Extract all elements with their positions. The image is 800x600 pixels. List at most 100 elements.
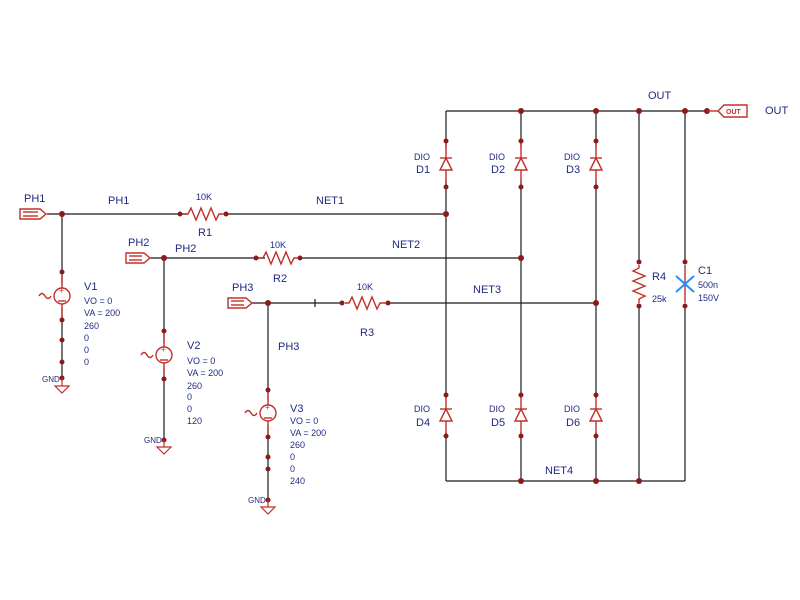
ground-label: GND	[248, 496, 266, 505]
source-param: 240	[290, 476, 305, 486]
source-param: VA = 200	[187, 368, 223, 378]
ground-symbol-v1[interactable]: GND	[42, 375, 71, 394]
net-label-ph1: PH1	[108, 195, 129, 207]
ground-label: GND	[144, 436, 162, 445]
port-out[interactable]: OUT OUT	[707, 104, 789, 118]
source-param: 0	[187, 404, 192, 414]
junction-dot	[518, 478, 524, 484]
port-ph2[interactable]: PH2	[125, 237, 152, 264]
resistor-ref-label: R1	[198, 227, 212, 239]
source-param: 0	[187, 392, 192, 402]
diode-ref-label: D6	[566, 417, 580, 429]
source-param: VA = 200	[84, 308, 120, 318]
source-ref-label: V3	[290, 403, 303, 415]
resistor-r2[interactable]: 10K R2	[253, 240, 303, 285]
capacitor-value-label: 500n	[698, 280, 718, 290]
diode-d6[interactable]: DIO D6	[564, 392, 604, 439]
ground-label: GND	[42, 375, 60, 384]
net-label-net2: NET2	[392, 239, 420, 251]
source-param: 0	[84, 357, 89, 367]
source-param: 0	[84, 345, 89, 355]
junction-dot	[518, 255, 524, 261]
source-param: VO = 0	[290, 416, 318, 426]
source-param: VO = 0	[84, 296, 112, 306]
sine-source-icon	[53, 287, 71, 305]
junctions	[59, 108, 710, 484]
ports: PH1 PH2 PH3 OUT OUT	[19, 104, 789, 309]
net-label-ph2: PH2	[175, 243, 196, 255]
diode-model-label: DIO	[414, 152, 430, 162]
voltage-source-v1[interactable]: + V1 VO = 0 VA = 200 260 0 0 0	[38, 269, 120, 368]
diode-ref-label: D5	[491, 417, 505, 429]
resistor-ref-label: R2	[273, 273, 287, 285]
resistor-ref-label: R4	[652, 271, 666, 283]
svg-text:+: +	[59, 286, 64, 295]
source-param: 120	[187, 416, 202, 426]
junction-dot	[443, 211, 449, 217]
resistor-value-label: 10K	[196, 192, 212, 202]
port-ph1[interactable]: PH1	[19, 193, 48, 220]
diode-d1[interactable]: DIO D1	[414, 138, 454, 190]
resistor-r1[interactable]: 10K R1	[177, 192, 229, 239]
diode-ref-label: D2	[491, 164, 505, 176]
net-label-net3: NET3	[473, 284, 501, 296]
source-param: 0	[84, 333, 89, 343]
diode-model-label: DIO	[489, 152, 505, 162]
diode-model-label: DIO	[564, 404, 580, 414]
port-label: OUT	[765, 105, 789, 117]
source-param: 260	[187, 381, 202, 391]
diode-model-label: DIO	[564, 152, 580, 162]
resistor-value-label: 25k	[652, 294, 667, 304]
junction-dot	[593, 478, 599, 484]
sine-source-icon	[155, 346, 173, 364]
junction-dot	[518, 108, 524, 114]
port-label: PH3	[232, 282, 253, 294]
source-ref-label: V1	[84, 281, 97, 293]
diode-d2[interactable]: DIO D2	[489, 138, 529, 190]
junction-dot	[636, 108, 642, 114]
junction-dot	[636, 478, 642, 484]
diode-d4[interactable]: DIO D4	[414, 392, 454, 439]
sine-source-icon	[259, 404, 277, 422]
junction-dot	[265, 300, 271, 306]
svg-text:+: +	[161, 345, 166, 354]
net-label-out: OUT	[648, 90, 672, 102]
port-ph3[interactable]: PH3	[227, 282, 253, 309]
junction-dot	[593, 108, 599, 114]
junction-dot	[59, 211, 65, 217]
port-symbol-text: OUT	[726, 109, 742, 116]
source-param: 0	[290, 452, 295, 462]
resistor-r4[interactable]: R4 25k	[631, 259, 667, 309]
resistor-value-label: 10K	[357, 282, 373, 292]
junction-dot	[682, 108, 688, 114]
ground-symbol-v2[interactable]: GND	[144, 436, 173, 455]
capacitor-voltage-label: 150V	[698, 293, 719, 303]
diode-model-label: DIO	[414, 404, 430, 414]
sources: + V1 VO = 0 VA = 200 260 0 0 0 + V2 VO =…	[38, 269, 326, 487]
grounds: GND GND GND	[42, 375, 277, 515]
diode-model-label: DIO	[489, 404, 505, 414]
resistor-r3[interactable]: 10K R3	[339, 282, 391, 339]
voltage-source-v3[interactable]: + V3 VO = 0 VA = 200 260 0 0 240	[244, 387, 326, 487]
diode-ref-label: D3	[566, 164, 580, 176]
source-param: 260	[84, 321, 99, 331]
source-param: 0	[290, 464, 295, 474]
port-label: PH2	[128, 237, 149, 249]
junction-dot	[161, 255, 167, 261]
resistors: 10K R1 10K R2 10K R3 R4 25k	[177, 192, 667, 339]
ground-symbol-v3[interactable]: GND	[248, 496, 277, 515]
diode-d3[interactable]: DIO D3	[564, 138, 604, 190]
diodes: DIO D1 DIO D2 DIO D3 DIO D4	[414, 138, 604, 439]
voltage-source-v2[interactable]: + V2 VO = 0 VA = 200 260 0 0 120	[140, 328, 223, 427]
resistor-value-label: 10K	[270, 240, 286, 250]
diode-ref-label: D1	[416, 164, 430, 176]
wires	[47, 110, 707, 500]
net-label-net4: NET4	[545, 465, 573, 477]
source-param: 260	[290, 440, 305, 450]
diode-d5[interactable]: DIO D5	[489, 392, 529, 439]
capacitor-c1[interactable]: C1 500n 150V	[675, 259, 719, 309]
svg-text:+: +	[265, 403, 270, 412]
diode-ref-label: D4	[416, 417, 430, 429]
resistor-ref-label: R3	[360, 327, 374, 339]
